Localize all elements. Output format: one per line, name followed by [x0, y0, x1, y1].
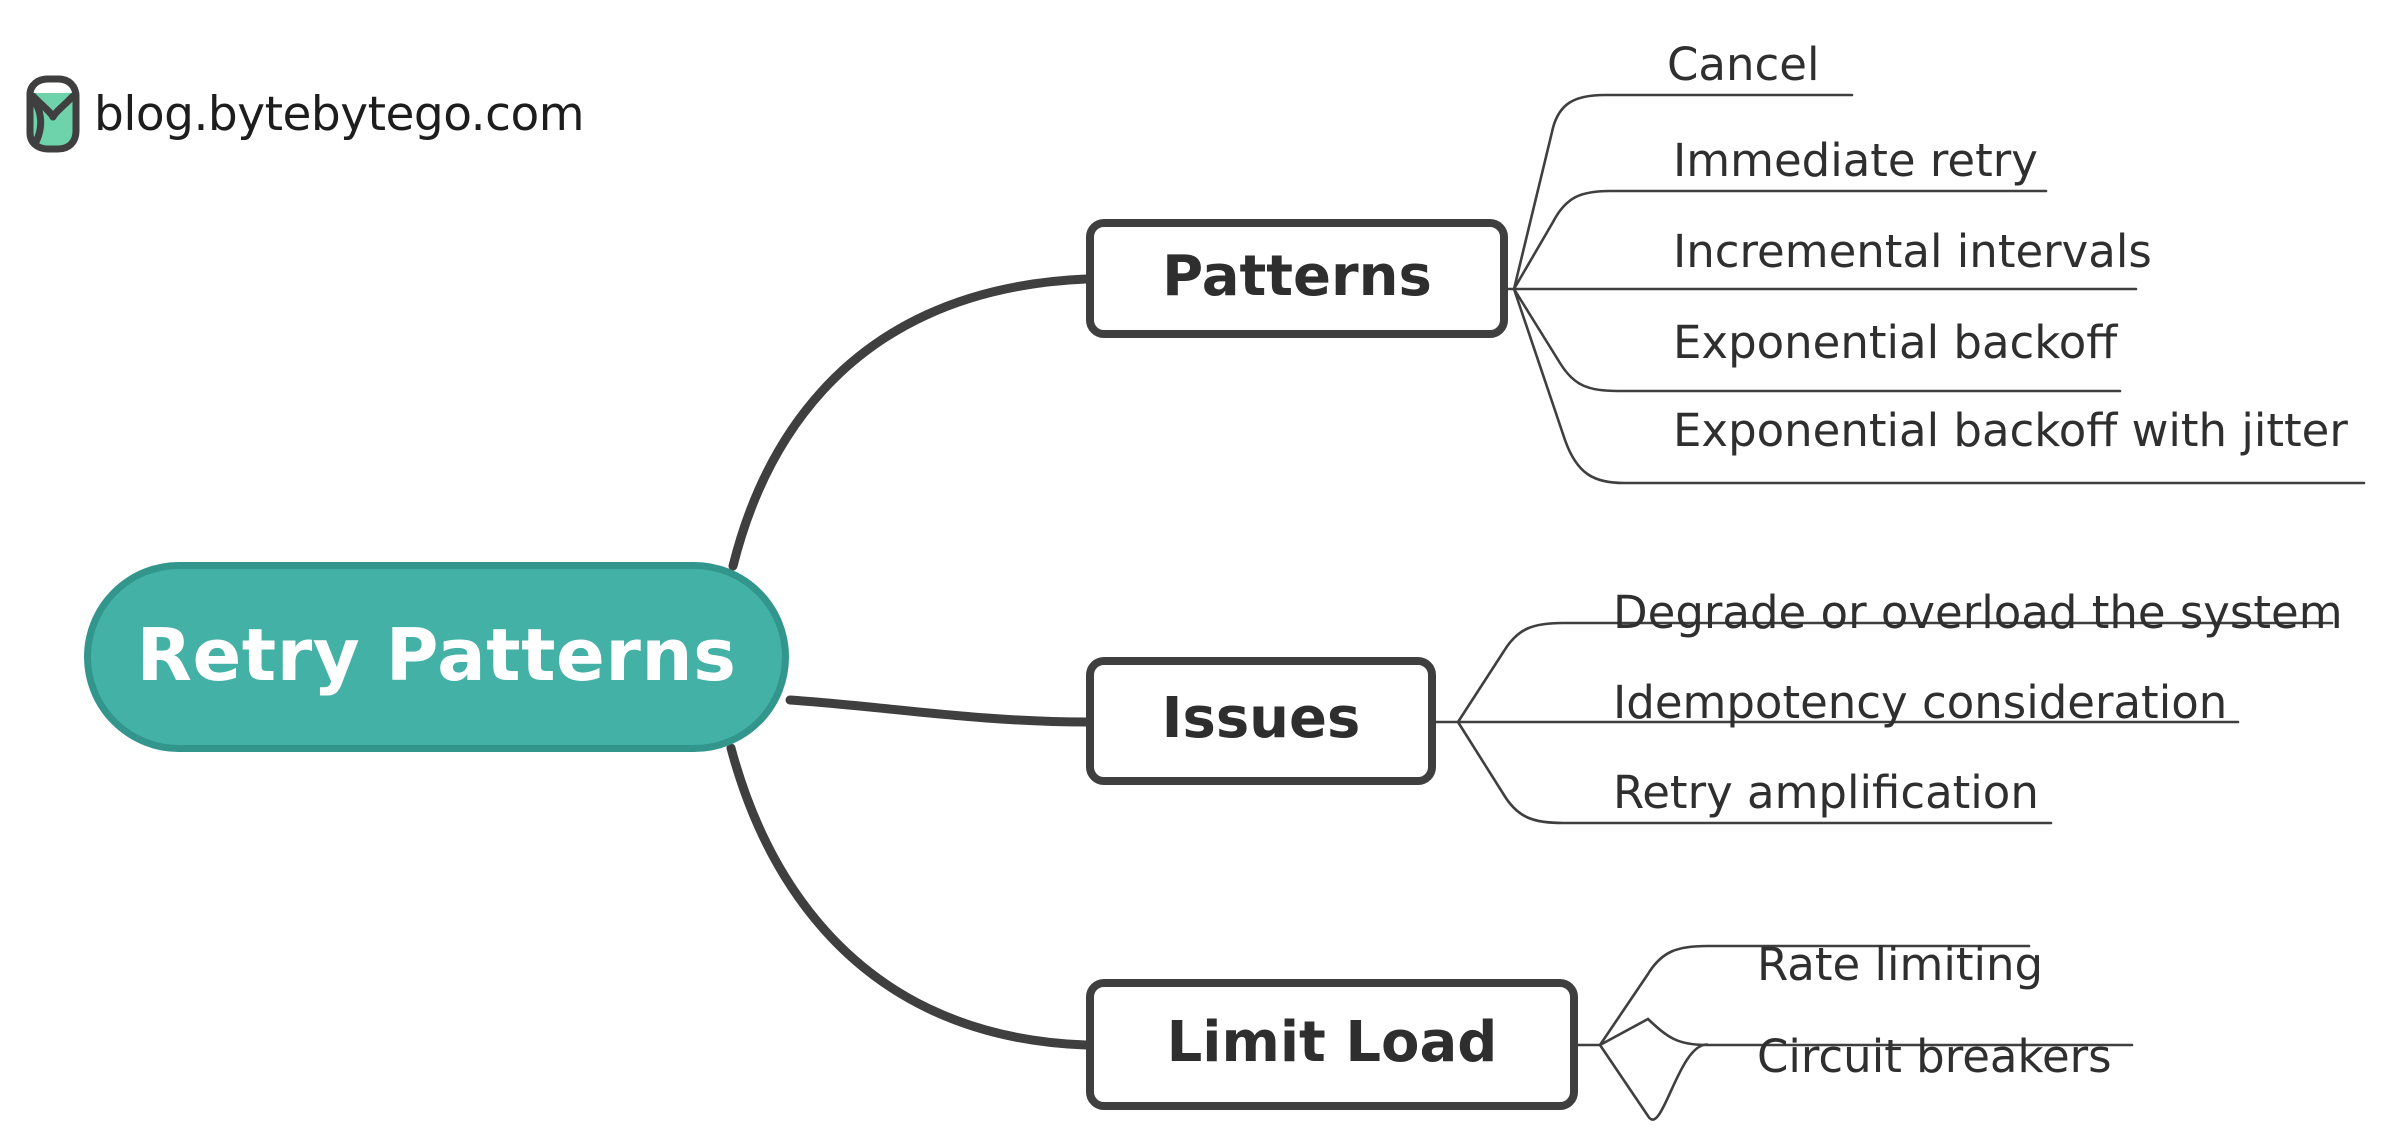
leaf-patterns-immediate-retry[interactable]: Immediate retry	[1673, 134, 2038, 187]
twig-limitload-circuit-breakers	[1598, 1043, 1709, 1121]
leaf-patterns-exponential-backoff[interactable]: Exponential backoff	[1673, 316, 2118, 369]
leaf-patterns-incremental-intervals[interactable]: Incremental intervals	[1673, 225, 2152, 278]
brand-label: blog.bytebytego.com	[94, 86, 585, 142]
bytebytego-logo-icon	[26, 75, 80, 153]
leaf-issues-idempotency-consideration[interactable]: Idempotency consideration	[1613, 676, 2228, 729]
leaf-limit-load-circuit-breakers[interactable]: Circuit breakers	[1757, 1030, 2112, 1083]
root-node-retry-patterns[interactable]: Retry Patterns	[84, 562, 789, 752]
leaf-patterns-cancel[interactable]: Cancel	[1667, 38, 1820, 91]
leaf-issues-retry-amplification[interactable]: Retry amplification	[1613, 766, 2039, 819]
branch-node-label-limit-load: Limit Load	[1166, 1009, 1498, 1075]
leaf-issues-degrade-or-overload-the-system[interactable]: Degrade or overload the system	[1613, 586, 2343, 639]
trunk-root-to-limitload	[726, 743, 1091, 1050]
trunk-root-to-patterns	[728, 274, 1091, 571]
branch-node-issues[interactable]: Issues	[1086, 657, 1436, 785]
leaf-limit-load-rate-limiting[interactable]: Rate limiting	[1757, 938, 2044, 991]
branch-node-limit-load[interactable]: Limit Load	[1086, 979, 1578, 1110]
branch-node-label-issues: Issues	[1161, 686, 1361, 751]
root-node-label: Retry Patterns	[136, 613, 737, 697]
leaf-patterns-exponential-backoff-with-jitter[interactable]: Exponential backoff with jitter	[1673, 404, 2348, 457]
branch-node-patterns[interactable]: Patterns	[1086, 219, 1508, 338]
brand-watermark: blog.bytebytego.com	[22, 75, 585, 153]
trunk-root-to-issues	[785, 695, 1091, 727]
branch-node-label-patterns: Patterns	[1162, 243, 1432, 309]
